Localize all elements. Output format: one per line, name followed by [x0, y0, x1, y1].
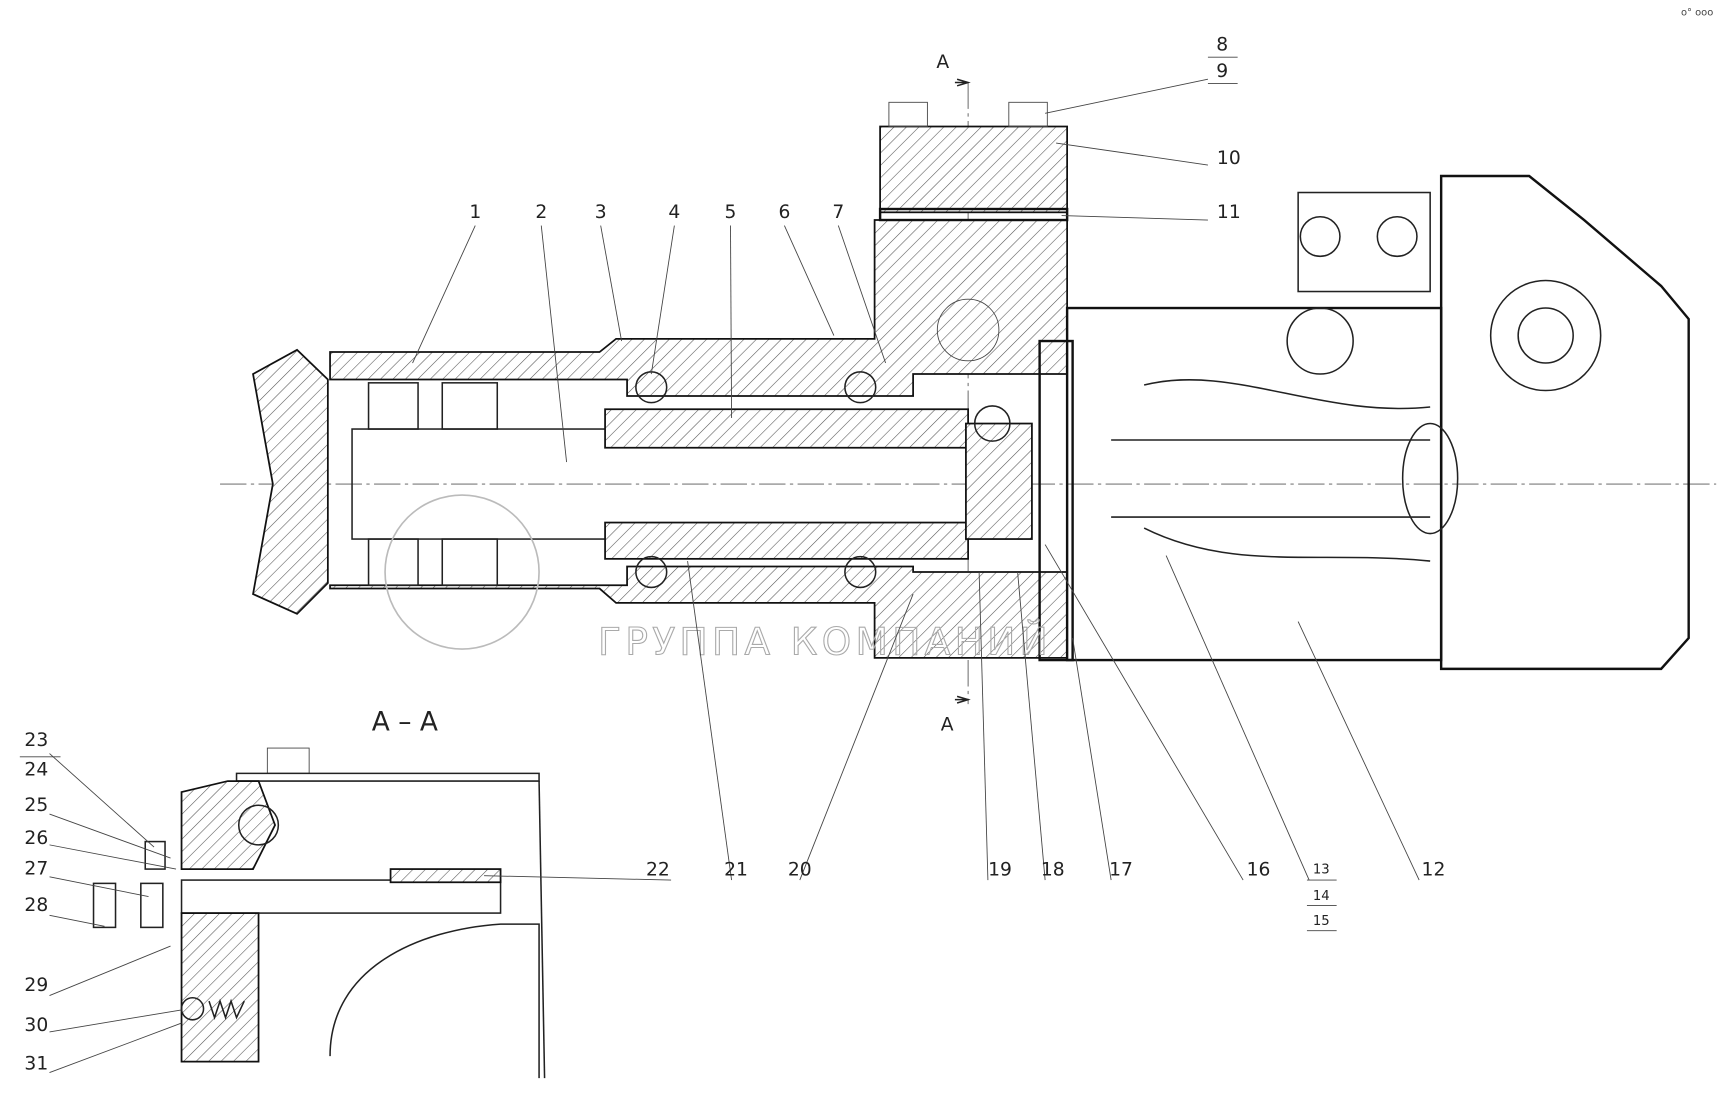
callout-20: 20 — [788, 860, 812, 881]
flange-yoke — [252, 348, 329, 615]
callout-26: 26 — [24, 828, 48, 849]
callout-31: 31 — [24, 1053, 48, 1074]
callout-28: 28 — [24, 895, 48, 916]
callout-6: 6 — [778, 202, 790, 223]
callout-22: 22 — [646, 860, 670, 881]
callout-11: 11 — [1217, 202, 1241, 223]
callout-25: 25 — [24, 795, 48, 816]
callout-24: 24 — [24, 760, 48, 781]
callouts: 1 2 3 4 5 6 7 8 9 10 11 12 13 14 15 16 1… — [19, 35, 1446, 1074]
watermark-text: ГРУППА КОМПАНИЙ — [598, 620, 1052, 664]
pump-body — [1038, 174, 1690, 671]
callout-2: 2 — [535, 202, 547, 223]
callout-7: 7 — [832, 202, 844, 223]
main-housing — [329, 101, 1069, 659]
callout-8: 8 — [1216, 35, 1228, 56]
corner-mark: o° ooo — [1681, 7, 1713, 18]
callout-10: 10 — [1217, 148, 1241, 169]
callout-23: 23 — [24, 730, 48, 751]
shaft — [351, 405, 1033, 560]
callout-13: 13 — [1313, 862, 1330, 877]
callout-21: 21 — [724, 860, 748, 881]
callout-16: 16 — [1247, 860, 1271, 881]
callout-18: 18 — [1041, 860, 1065, 881]
section-marker-bottom: A — [941, 714, 954, 735]
callout-12: 12 — [1422, 860, 1446, 881]
section-title: A – A — [372, 706, 438, 737]
section-marker-top: A — [936, 52, 949, 73]
callout-5: 5 — [725, 202, 737, 223]
section-view-aa — [92, 747, 546, 1079]
callout-9: 9 — [1216, 61, 1228, 82]
watermark: ГРУППА КОМПАНИЙ — [384, 494, 1052, 664]
callout-27: 27 — [24, 859, 48, 880]
callout-17: 17 — [1109, 860, 1133, 881]
callout-30: 30 — [24, 1015, 48, 1036]
callout-29: 29 — [24, 975, 48, 996]
callout-19: 19 — [988, 860, 1012, 881]
callout-1: 1 — [469, 202, 481, 223]
callout-3: 3 — [595, 202, 607, 223]
callout-15: 15 — [1313, 914, 1330, 929]
callout-14: 14 — [1313, 889, 1330, 904]
callout-4: 4 — [668, 202, 680, 223]
